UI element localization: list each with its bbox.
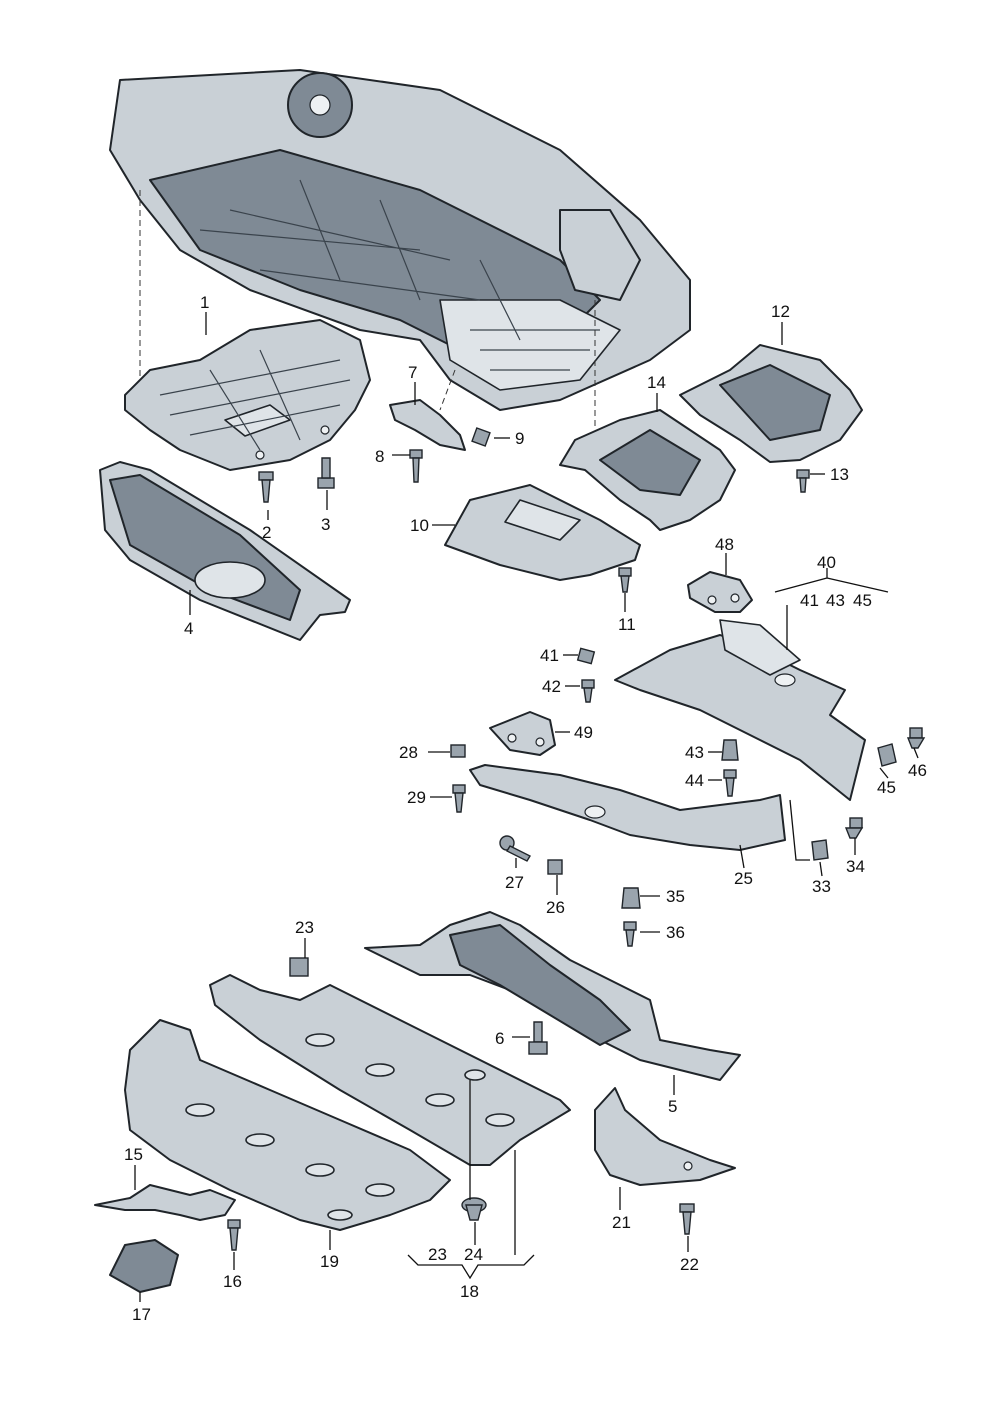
part-18-undertray [209, 974, 571, 1166]
callout-label: 7 [408, 363, 417, 382]
screw-11 [618, 567, 632, 593]
callout-label: 28 [399, 743, 418, 762]
callout-label: 43 [826, 591, 845, 610]
part-23-clip [289, 957, 309, 977]
callout-label: 41 [800, 591, 819, 610]
part-15-shield [94, 1184, 236, 1221]
callout-label: 42 [542, 677, 561, 696]
callout-label: 41 [540, 646, 559, 665]
screw-36 [623, 921, 637, 947]
callout-label: 6 [495, 1029, 504, 1048]
callout-label: 44 [685, 771, 704, 790]
part-35-nut [621, 887, 641, 909]
screw-6 [528, 1021, 548, 1055]
callout-label: 8 [375, 447, 384, 466]
callout-label: 17 [132, 1305, 151, 1324]
callout-label: 46 [908, 761, 927, 780]
screw-42 [581, 679, 595, 703]
callout-label: 11 [618, 615, 636, 634]
callout-label: 26 [546, 898, 565, 917]
callout-label: 16 [223, 1272, 242, 1291]
callout-label: 35 [666, 887, 685, 906]
callout-label: 23 [428, 1245, 447, 1264]
callout-label: 33 [812, 877, 831, 896]
callout-label: 40 [817, 553, 836, 572]
part-17-pad [109, 1239, 179, 1293]
callout-label: 3 [321, 515, 330, 534]
part-40-heat-shield [614, 619, 866, 801]
callout-label: 18 [460, 1282, 479, 1301]
part-7-bracket [389, 399, 466, 451]
part-19-undertray [124, 1019, 451, 1231]
part-26-clip [547, 859, 563, 875]
callout-label: 10 [410, 516, 429, 535]
callout-label: 9 [515, 429, 524, 448]
callout-label: 13 [830, 465, 849, 484]
part-48-pad [687, 571, 753, 613]
callout-label: 34 [846, 857, 865, 876]
callout-label: 27 [505, 873, 524, 892]
callout-label: 29 [407, 788, 426, 807]
alignment-line [439, 369, 456, 411]
part-24-plug [461, 1197, 487, 1221]
callout-labels: 1 2 3 4 5 6 7 8 9 10 11 12 13 14 15 16 1… [124, 293, 927, 1324]
part-8-bolt [409, 449, 423, 483]
screw-44 [723, 769, 737, 797]
part-43-nut [721, 739, 739, 761]
part-12-heat-shield [679, 344, 863, 463]
screw-29 [452, 784, 466, 813]
vehicle-underbody [109, 69, 691, 411]
screw-3 [317, 457, 335, 489]
callout-label: 45 [877, 778, 896, 797]
callout-label: 2 [262, 523, 271, 542]
callout-label: 45 [853, 591, 872, 610]
callout-label: 49 [574, 723, 593, 742]
part-5-tunnel-shield [364, 911, 741, 1081]
part-28-clip [450, 744, 466, 758]
part-14-heat-shield [559, 409, 736, 531]
part-9-clip [471, 427, 491, 447]
leader-lines [134, 312, 919, 1302]
part-41-clip [576, 647, 596, 665]
callout-label: 21 [612, 1213, 631, 1232]
screw-16 [227, 1219, 241, 1251]
part-4-side-panel [99, 461, 351, 641]
part-10-heat-shield [444, 484, 641, 581]
callout-label: 15 [124, 1145, 143, 1164]
callout-label: 5 [668, 1097, 677, 1116]
callout-label: 14 [647, 373, 666, 392]
callout-label: 43 [685, 743, 704, 762]
callout-label: 25 [734, 869, 753, 888]
callout-label: 23 [295, 918, 314, 937]
part-1-undertray [124, 319, 371, 471]
callout-label: 36 [666, 923, 685, 942]
part-33-nut [811, 839, 829, 861]
callout-label: 12 [771, 302, 790, 321]
screw-13 [796, 469, 810, 493]
callout-label: 24 [464, 1245, 483, 1264]
callout-label: 22 [680, 1255, 699, 1274]
part-49-pad [489, 711, 556, 756]
part-25-heat-shield [469, 764, 786, 851]
callout-label: 19 [320, 1252, 339, 1271]
screw-2 [258, 471, 274, 503]
screw-46 [906, 727, 926, 749]
part-45-nut [877, 743, 897, 767]
screw-22 [679, 1203, 695, 1235]
screw-34 [844, 817, 864, 839]
callout-label: 4 [184, 619, 193, 638]
callout-label: 1 [200, 293, 209, 312]
part-27-screw [499, 835, 531, 862]
callout-label: 48 [715, 535, 734, 554]
part-21-shield [594, 1087, 736, 1186]
